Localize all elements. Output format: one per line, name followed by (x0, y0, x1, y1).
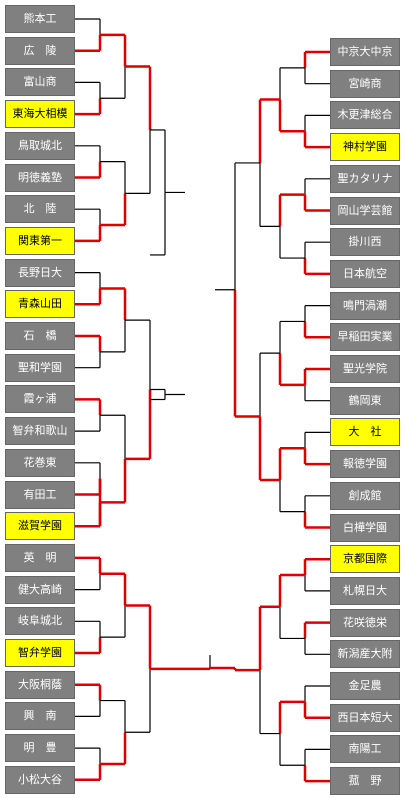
team-cell: 日本航空 (330, 259, 400, 288)
team-cell: 岡山学芸館 (330, 196, 400, 225)
team-cell: 関東第一 (5, 226, 75, 255)
team-cell: 鳴門渦潮 (330, 291, 400, 320)
team-cell: 宮崎商 (330, 69, 400, 98)
team-cell: 健大高崎 (5, 575, 75, 604)
team-cell: 北 陸 (5, 195, 75, 224)
team-cell: 聖光学院 (330, 355, 400, 383)
team-cell: 長野日大 (5, 258, 75, 287)
team-cell: 熊本工 (5, 5, 75, 33)
team-cell: 有田工 (5, 480, 75, 509)
team-cell: 興 南 (5, 702, 75, 731)
team-cell: 聖カタリナ (330, 164, 400, 193)
team-cell: 明徳義塾 (5, 163, 75, 192)
team-cell: 京都国際 (330, 545, 400, 574)
team-cell: 聖和学園 (5, 353, 75, 382)
team-cell: 明 豊 (5, 734, 75, 763)
team-cell: 木更津総合 (330, 101, 400, 130)
team-cell: 西日本短大 (330, 703, 400, 732)
team-cell: 富山商 (5, 68, 75, 97)
team-cell: 英 明 (5, 543, 75, 572)
team-cell: 石 橋 (5, 322, 75, 350)
team-cell: 岐阜城北 (5, 607, 75, 636)
team-cell: 大阪桐蔭 (5, 670, 75, 699)
team-cell: 鶴岡東 (330, 386, 400, 415)
team-cell: 智弁学園 (5, 639, 75, 667)
team-cell: 新潟産大附 (330, 640, 400, 669)
team-cell: 早稲田実業 (330, 323, 400, 352)
team-cell: 東海大相模 (5, 100, 75, 129)
team-cell: 神村学園 (330, 133, 400, 162)
team-cell: 札幌日大 (330, 576, 400, 605)
team-cell: 白樺学園 (330, 513, 400, 542)
team-cell: 滋賀学園 (5, 512, 75, 541)
team-cell: 霞ヶ浦 (5, 385, 75, 414)
team-cell: 菰 野 (330, 767, 400, 796)
team-cell: 智弁和歌山 (5, 417, 75, 446)
team-cell: 青森山田 (5, 290, 75, 319)
team-cell: 報徳学園 (330, 450, 400, 479)
team-cell: 大 社 (330, 418, 400, 447)
team-cell: 広 陵 (5, 36, 75, 65)
team-cell: 小松大谷 (5, 765, 75, 794)
team-cell: 南陽工 (330, 735, 400, 764)
team-cell: 鳥取城北 (5, 131, 75, 160)
team-cell: 掛川西 (330, 228, 400, 257)
team-cell: 中京大中京 (330, 38, 400, 66)
team-cell: 花巻東 (5, 448, 75, 477)
team-cell: 花咲徳栄 (330, 608, 400, 637)
team-cell: 金足農 (330, 672, 400, 700)
team-cell: 創成館 (330, 481, 400, 510)
